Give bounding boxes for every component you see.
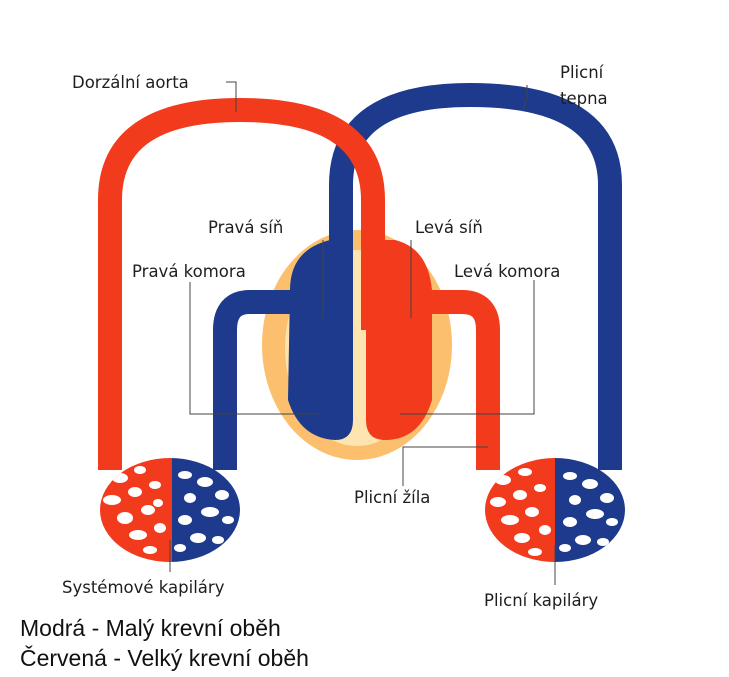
label-right-ventricle: Pravá komora xyxy=(132,262,246,281)
left-atrium-inflow xyxy=(420,290,450,314)
label-pulmonary-artery-line2: tepna xyxy=(560,89,608,108)
label-left-atrium: Levá síň xyxy=(415,218,483,237)
legend-red-circulation: Červená - Velký krevní oběh xyxy=(20,645,309,672)
right-heart-chambers xyxy=(288,240,353,440)
systemic-capillary-bed xyxy=(95,455,247,565)
left-heart-chambers xyxy=(366,240,432,440)
label-pulmonary-artery-line1: Plicní xyxy=(560,63,605,82)
label-pulmonary-vein: Plicní žíla xyxy=(354,488,430,507)
right-atrium-inflow xyxy=(272,290,302,314)
label-right-atrium: Pravá síň xyxy=(208,218,283,237)
label-pulmonary-capillaries: Plicní kapiláry xyxy=(484,591,598,610)
label-left-ventricle: Levá komora xyxy=(454,262,560,281)
label-dorsal-aorta: Dorzální aorta xyxy=(72,73,189,92)
legend-blue-circulation: Modrá - Malý krevní oběh xyxy=(20,615,281,642)
label-systemic-capillaries: Systémové kapiláry xyxy=(62,578,225,597)
